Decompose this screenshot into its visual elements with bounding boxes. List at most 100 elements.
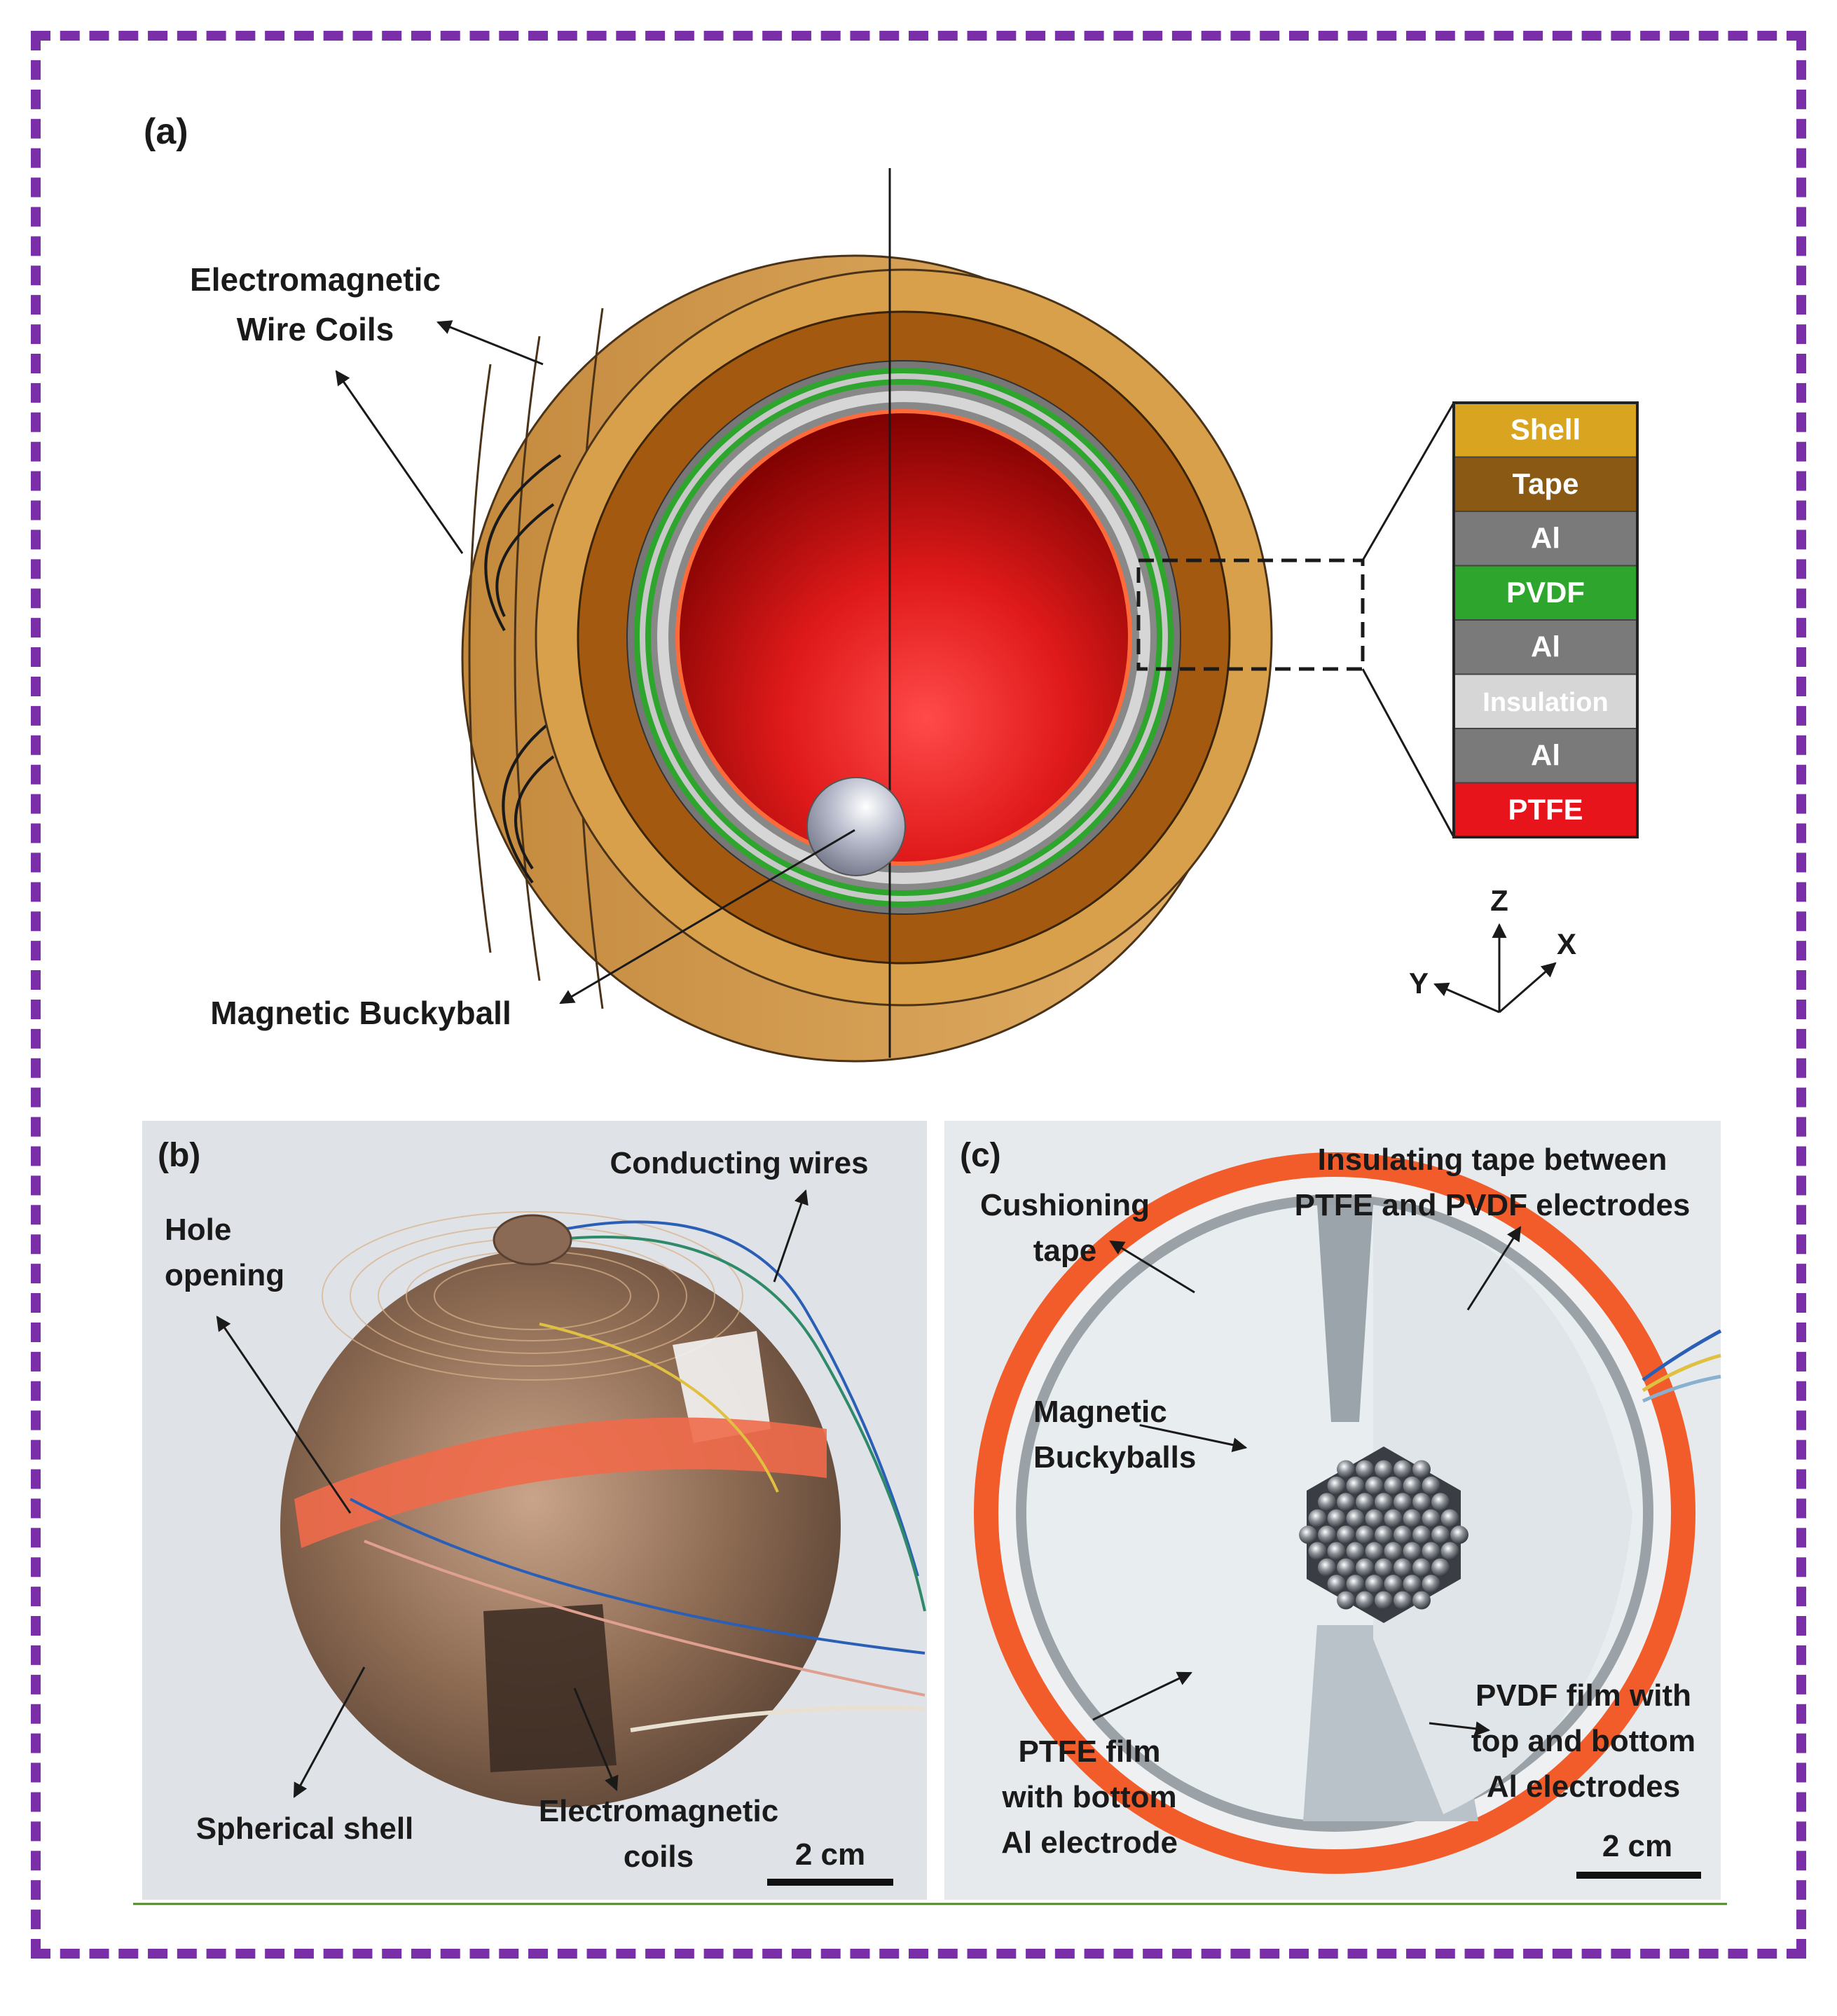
steel-ball [1375, 1493, 1393, 1512]
arrow-pvdf [1429, 1721, 1491, 1737]
steel-ball [1356, 1558, 1374, 1577]
steel-ball [1318, 1493, 1336, 1512]
steel-ball [1422, 1476, 1440, 1495]
legend-label: PVDF [1506, 576, 1585, 609]
steel-ball [1337, 1558, 1355, 1577]
label-em-coils-line1: Electromagnetic [539, 1794, 778, 1828]
label-hole-line1: Hole [165, 1213, 231, 1247]
axis-y-label: Y [1409, 967, 1429, 1000]
steel-ball [1308, 1542, 1327, 1561]
steel-ball [1346, 1575, 1365, 1594]
label-pvdf-line3: Al electrodes [1487, 1769, 1680, 1804]
label-balls-line1: Magnetic [1033, 1395, 1167, 1429]
steel-ball [1440, 1542, 1459, 1561]
steel-ball [1318, 1526, 1336, 1544]
steel-ball [1356, 1526, 1374, 1544]
steel-ball [1384, 1509, 1403, 1528]
steel-ball [1431, 1526, 1450, 1544]
label-conducting-wires: Conducting wires [610, 1146, 868, 1180]
label-cushion-line2: tape [1033, 1234, 1096, 1268]
scale-bar-c [1576, 1872, 1701, 1879]
steel-ball [1375, 1526, 1393, 1544]
legend-label: Al [1531, 522, 1560, 555]
panel-b-tag: (b) [158, 1137, 200, 1174]
steel-ball [1356, 1493, 1374, 1512]
arrow-balls [1139, 1423, 1248, 1452]
label-coils-line1: Electromagnetic [190, 261, 441, 298]
panel-c-tag: (c) [960, 1137, 1001, 1174]
photo-b [142, 1121, 927, 1900]
steel-ball [1394, 1558, 1412, 1577]
steel-ball [1346, 1509, 1365, 1528]
steel-ball [1346, 1542, 1365, 1561]
label-balls-line2: Buckyballs [1033, 1440, 1196, 1475]
label-ptfe-line3: Al electrode [1001, 1825, 1178, 1860]
legend-swatch [1453, 619, 1638, 675]
steel-ball [1299, 1526, 1317, 1544]
steel-ball [1337, 1526, 1355, 1544]
steel-ball [1365, 1542, 1384, 1561]
steel-ball [1365, 1575, 1384, 1594]
steel-ball [1431, 1558, 1450, 1577]
axis-z-label: Z [1490, 884, 1508, 917]
steel-ball [1346, 1476, 1365, 1495]
steel-ball [1394, 1493, 1412, 1512]
label-pvdf-line2: top and bottom [1471, 1724, 1695, 1758]
steel-ball [1337, 1591, 1355, 1610]
steel-ball [1356, 1591, 1374, 1610]
steel-ball [1394, 1460, 1412, 1479]
arrow-coils-1 [436, 320, 544, 366]
scale-bar-b [767, 1879, 893, 1886]
panel-a-tag: (a) [144, 111, 188, 152]
label-spherical-shell: Spherical shell [196, 1811, 414, 1846]
steel-ball [1327, 1575, 1346, 1594]
label-insul-line2: PTFE and PVDF electrodes [1295, 1188, 1691, 1222]
steel-ball [1412, 1558, 1431, 1577]
legend-label: Tape [1513, 467, 1579, 500]
label-em-coils-line2: coils [624, 1839, 694, 1874]
steel-ball [1422, 1542, 1440, 1561]
steel-ball [1384, 1542, 1403, 1561]
steel-ball [1431, 1493, 1450, 1512]
scale-c-text: 2 cm [1602, 1829, 1672, 1863]
legend-label: Shell [1511, 413, 1581, 446]
steel-ball [1365, 1476, 1384, 1495]
arrow-em-coils [573, 1687, 619, 1791]
legend-label: Insulation [1482, 688, 1608, 717]
steel-ball [1412, 1591, 1431, 1610]
photo-c [944, 1121, 1722, 1900]
steel-ball [1318, 1558, 1336, 1577]
steel-ball [1394, 1591, 1412, 1610]
scale-b-text: 2 cm [795, 1837, 865, 1872]
steel-ball [1412, 1493, 1431, 1512]
legend-swatch [1453, 728, 1638, 784]
label-cushion-line1: Cushioning [980, 1188, 1150, 1222]
steel-ball [1394, 1526, 1412, 1544]
steel-ball [1327, 1542, 1346, 1561]
legend-label: PTFE [1508, 793, 1583, 826]
steel-ball [1356, 1460, 1374, 1479]
label-buckyball: Magnetic Buckyball [210, 995, 511, 1031]
label-hole-line2: opening [165, 1258, 284, 1292]
steel-ball [1403, 1509, 1422, 1528]
steel-ball [1403, 1476, 1422, 1495]
steel-ball [1422, 1575, 1440, 1594]
arrow-wires [773, 1189, 809, 1283]
steel-ball [1308, 1509, 1327, 1528]
steel-ball [1337, 1460, 1355, 1479]
dashed-border [31, 31, 1806, 1959]
steel-ball [1375, 1591, 1393, 1610]
legend-label: Al [1531, 630, 1560, 663]
label-insul-line1: Insulating tape between [1318, 1142, 1667, 1177]
steel-ball [1384, 1575, 1403, 1594]
arrow-insul [1466, 1226, 1522, 1311]
steel-ball [1450, 1526, 1468, 1544]
steel-ball [1337, 1493, 1355, 1512]
steel-ball [1440, 1509, 1459, 1528]
steel-ball [1403, 1542, 1422, 1561]
arrow-coils-2 [335, 370, 464, 554]
label-ptfe-line2: with bottom [1001, 1780, 1176, 1814]
steel-ball [1327, 1509, 1346, 1528]
steel-ball [1384, 1476, 1403, 1495]
